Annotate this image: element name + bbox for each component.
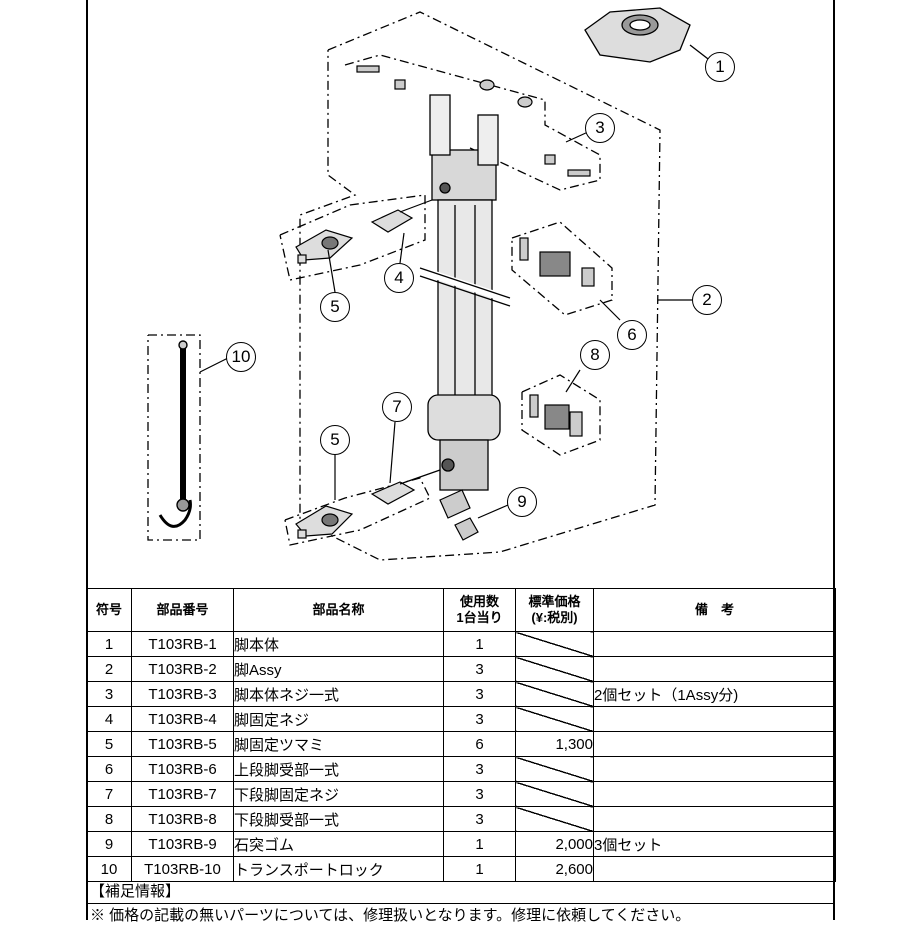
- cell-part-no: T103RB-1: [131, 631, 234, 657]
- cell-qty: 1: [443, 631, 516, 657]
- cell-name: 脚固定ネジ: [233, 706, 444, 732]
- cell-remarks: [593, 856, 836, 882]
- cell-name: 下段脚固定ネジ: [233, 781, 444, 807]
- cell-name: 上段脚受部一式: [233, 756, 444, 782]
- cell-price: [515, 756, 594, 782]
- cell-no: 10: [86, 856, 132, 882]
- exploded-parts-diagram: 1 3 2 4 5 6 10 8 7 5 9: [147, 7, 735, 561]
- header-qty-line2: 1台当り: [456, 610, 503, 625]
- cell-part-no: T103RB-9: [131, 831, 234, 857]
- callout-7: 7: [382, 392, 412, 422]
- cell-qty: 3: [443, 706, 516, 732]
- cell-qty: 3: [443, 781, 516, 807]
- header-no: 符号: [86, 588, 132, 632]
- cell-no: 9: [86, 831, 132, 857]
- callout-8: 8: [580, 340, 610, 370]
- cell-part-no: T103RB-8: [131, 806, 234, 832]
- cell-name: 下段脚受部一式: [233, 806, 444, 832]
- callout-9: 9: [507, 487, 537, 517]
- table-row: 4 T103RB-4 脚固定ネジ 3: [86, 706, 836, 732]
- cell-part-no: T103RB-4: [131, 706, 234, 732]
- table-row: 3 T103RB-3 脚本体ネジ一式 3 2個セット（1Assy分): [86, 681, 836, 707]
- cell-price: [515, 806, 594, 832]
- cell-part-no: T103RB-3: [131, 681, 234, 707]
- parts-table: 符号 部品番号 部品名称 使用数 1台当り 標準価格 (¥:税別) 備 考 1 …: [86, 588, 836, 882]
- header-price-line1: 標準価格: [528, 594, 581, 609]
- callout-5-top: 5: [320, 292, 350, 322]
- cell-remarks: [593, 656, 836, 682]
- cell-remarks: [593, 731, 836, 757]
- cell-part-no: T103RB-7: [131, 781, 234, 807]
- cell-qty: 3: [443, 806, 516, 832]
- table-row: 6 T103RB-6 上段脚受部一式 3: [86, 756, 836, 782]
- cell-qty: 6: [443, 731, 516, 757]
- cell-no: 8: [86, 806, 132, 832]
- cell-name: 脚Assy: [233, 656, 444, 682]
- cell-remarks: [593, 756, 836, 782]
- cell-qty: 3: [443, 756, 516, 782]
- cell-no: 5: [86, 731, 132, 757]
- header-name: 部品名称: [233, 588, 444, 632]
- cell-remarks: 3個セット: [593, 831, 836, 857]
- cell-qty: 1: [443, 831, 516, 857]
- callout-2: 2: [692, 285, 722, 315]
- callout-1: 1: [705, 52, 735, 82]
- cell-remarks: [593, 631, 836, 657]
- price-note: ※ 価格の記載の無いパーツについては、修理扱いとなります。修理に依頼してください…: [90, 907, 691, 924]
- cell-name: 脚本体: [233, 631, 444, 657]
- cell-price: [515, 656, 594, 682]
- header-remarks: 備 考: [593, 588, 836, 632]
- supplement-heading: 【補足情報】: [86, 880, 835, 904]
- header-price: 標準価格 (¥:税別): [515, 588, 594, 632]
- table-row: 1 T103RB-1 脚本体 1: [86, 631, 836, 657]
- cell-price: [515, 681, 594, 707]
- header-part-no: 部品番号: [131, 588, 234, 632]
- table-row: 10 T103RB-10 トランスポートロック 1 2,600: [86, 856, 836, 882]
- cell-qty: 3: [443, 681, 516, 707]
- cell-price: 1,300: [515, 731, 594, 757]
- callout-4: 4: [384, 263, 414, 293]
- cell-name: 脚固定ツマミ: [233, 731, 444, 757]
- cell-no: 1: [86, 631, 132, 657]
- callout-6: 6: [617, 320, 647, 350]
- cell-name: 脚本体ネジ一式: [233, 681, 444, 707]
- header-qty-line1: 使用数: [459, 594, 499, 609]
- table-header-row: 符号 部品番号 部品名称 使用数 1台当り 標準価格 (¥:税別) 備 考: [86, 588, 836, 632]
- table-row: 7 T103RB-7 下段脚固定ネジ 3: [86, 781, 836, 807]
- page-frame: [86, 0, 835, 920]
- cell-price: 2,000: [515, 831, 594, 857]
- cell-price: 2,600: [515, 856, 594, 882]
- callout-10: 10: [226, 342, 256, 372]
- parts-drawing: [147, 7, 713, 561]
- cell-price: [515, 781, 594, 807]
- cell-remarks: 2個セット（1Assy分): [593, 681, 836, 707]
- cell-no: 2: [86, 656, 132, 682]
- cell-remarks: [593, 706, 836, 732]
- cell-no: 7: [86, 781, 132, 807]
- table-row: 5 T103RB-5 脚固定ツマミ 6 1,300: [86, 731, 836, 757]
- cell-remarks: [593, 781, 836, 807]
- cell-qty: 3: [443, 656, 516, 682]
- cell-remarks: [593, 806, 836, 832]
- header-price-line2: (¥:税別): [531, 610, 578, 625]
- cell-price: [515, 706, 594, 732]
- cell-part-no: T103RB-2: [131, 656, 234, 682]
- cell-no: 3: [86, 681, 132, 707]
- cell-part-no: T103RB-6: [131, 756, 234, 782]
- cell-no: 6: [86, 756, 132, 782]
- cell-part-no: T103RB-5: [131, 731, 234, 757]
- cell-price: [515, 631, 594, 657]
- cell-part-no: T103RB-10: [131, 856, 234, 882]
- callout-5-bottom: 5: [320, 425, 350, 455]
- cell-qty: 1: [443, 856, 516, 882]
- cell-name: トランスポートロック: [233, 856, 444, 882]
- table-row: 2 T103RB-2 脚Assy 3: [86, 656, 836, 682]
- table-row: 9 T103RB-9 石突ゴム 1 2,000 3個セット: [86, 831, 836, 857]
- table-row: 8 T103RB-8 下段脚受部一式 3: [86, 806, 836, 832]
- cell-name: 石突ゴム: [233, 831, 444, 857]
- header-qty: 使用数 1台当り: [443, 588, 516, 632]
- cell-no: 4: [86, 706, 132, 732]
- callout-3: 3: [585, 113, 615, 143]
